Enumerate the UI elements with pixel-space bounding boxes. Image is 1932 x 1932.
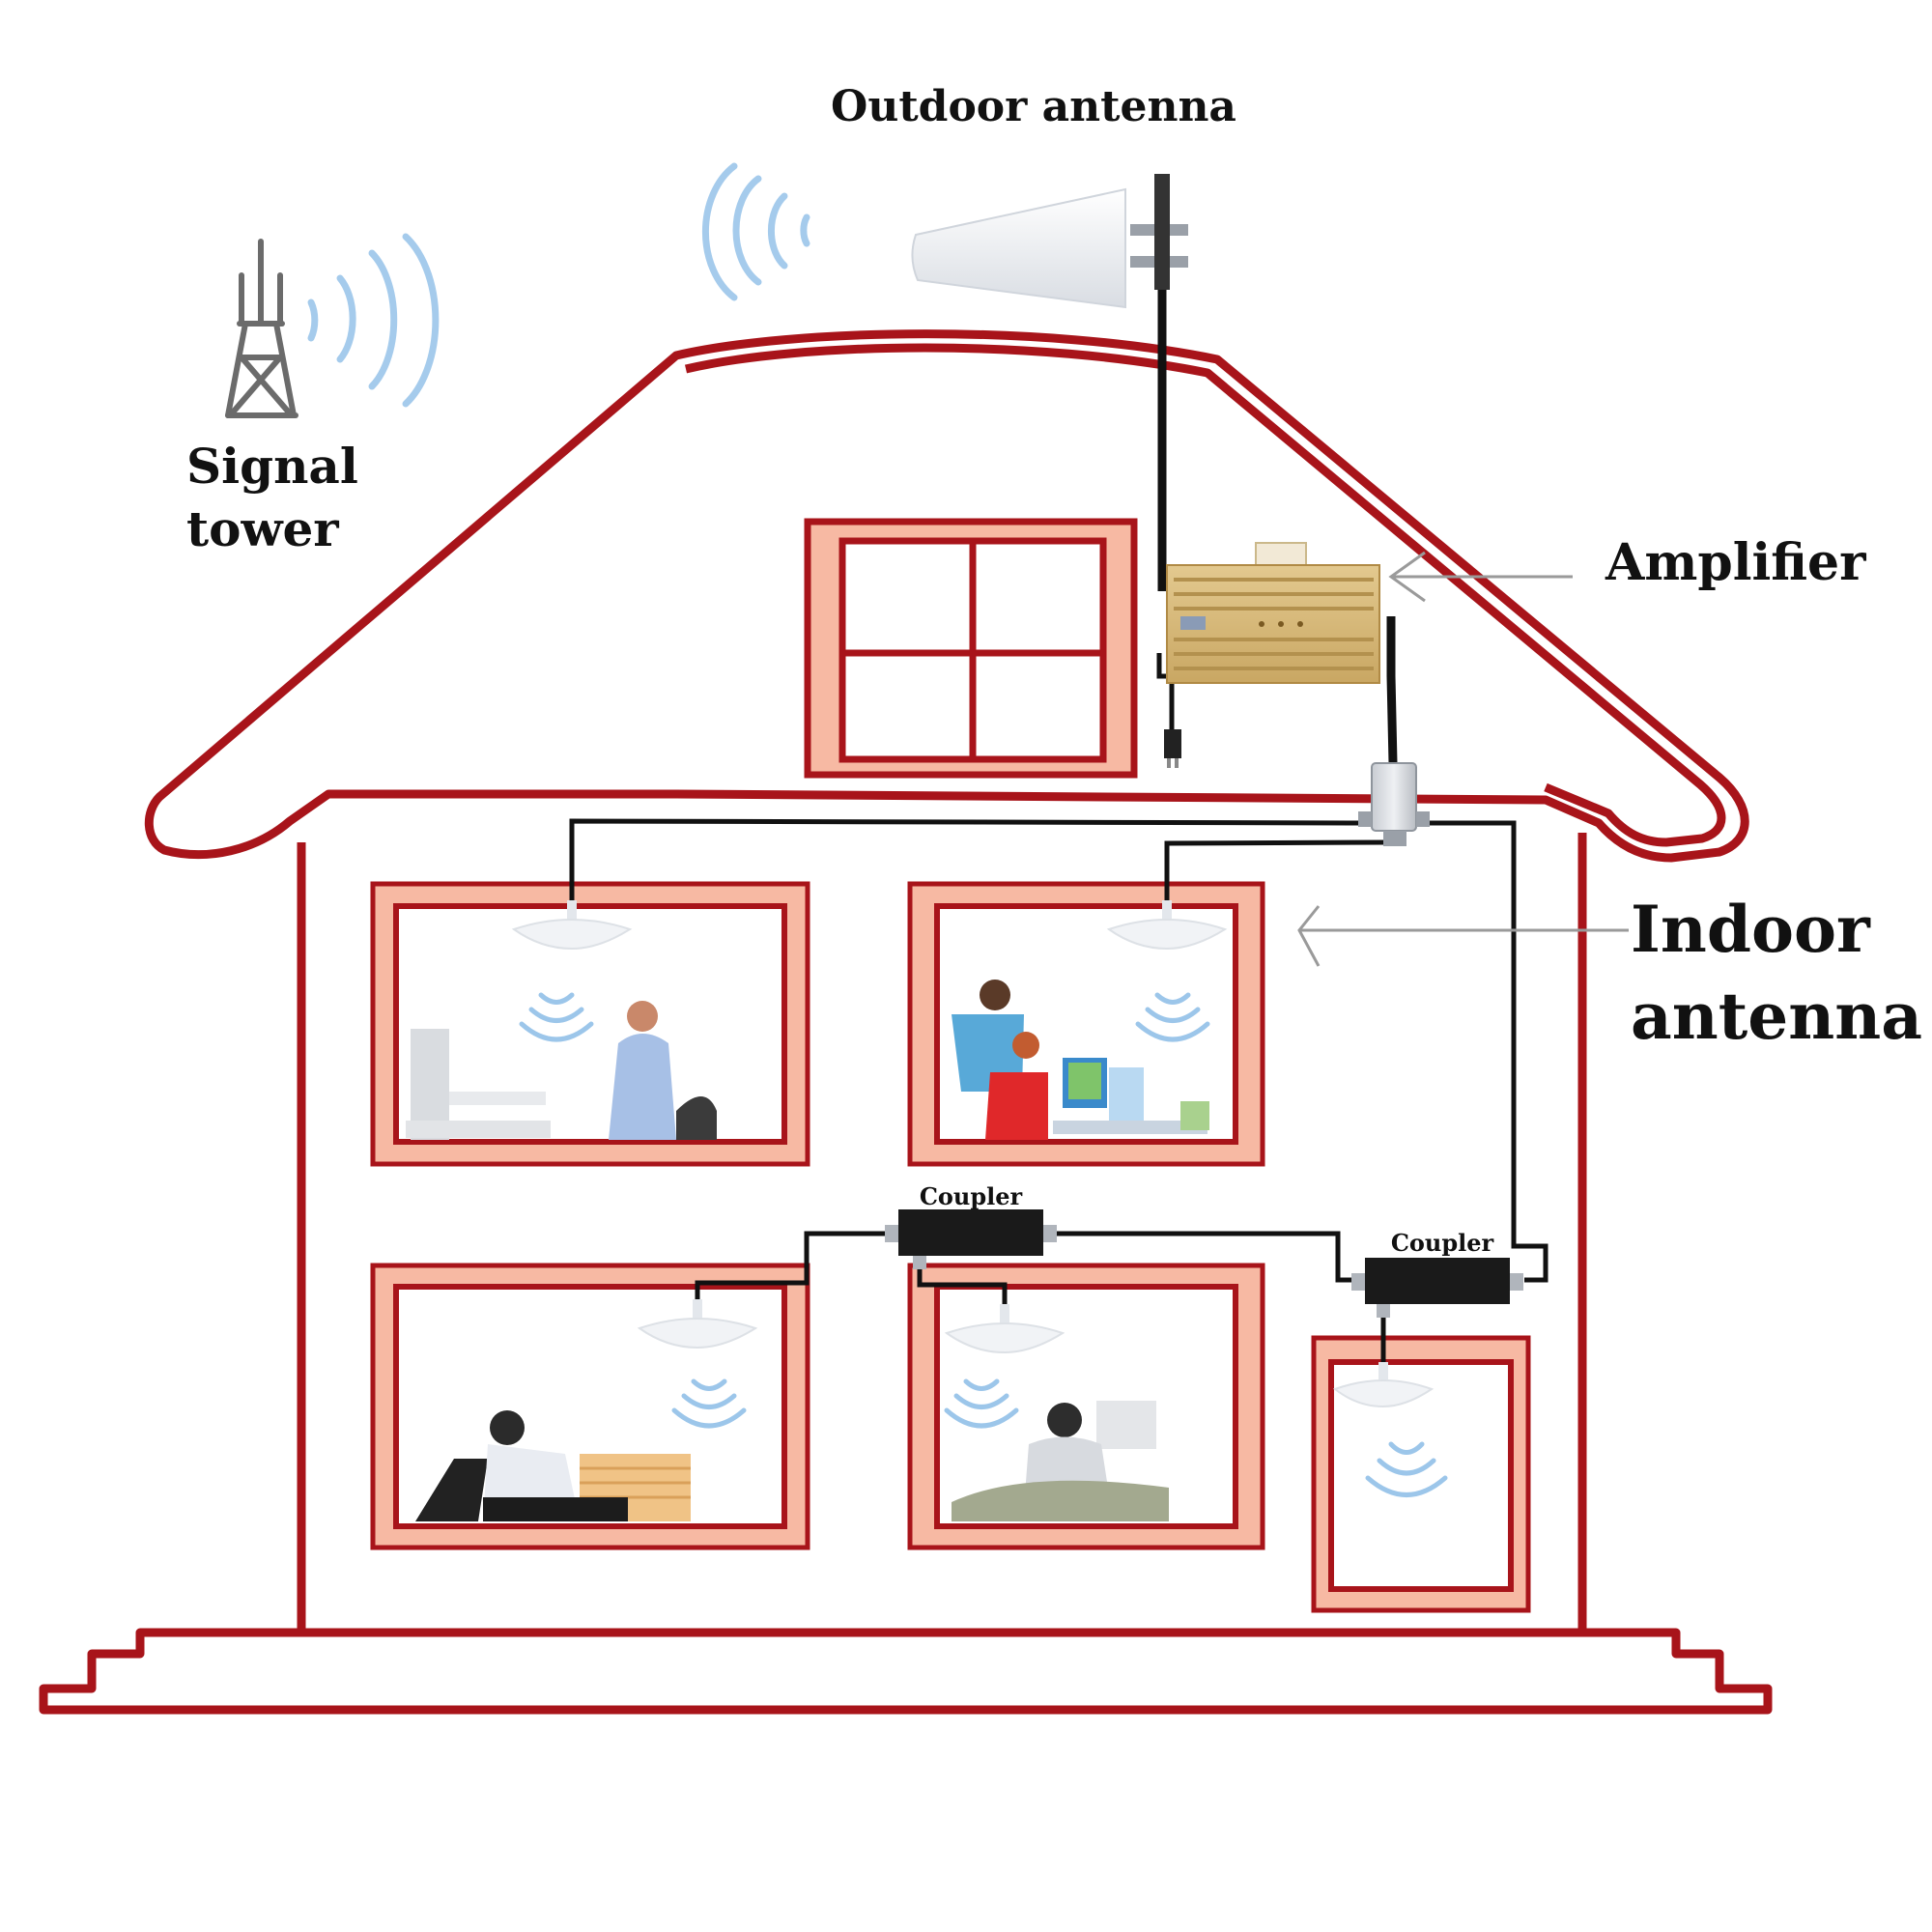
power-splitter-icon <box>1358 762 1430 846</box>
ceiling-antenna-icon <box>944 1304 1065 1354</box>
signal-tower-icon <box>225 239 298 418</box>
room-window-bottom-right <box>1311 1335 1531 1613</box>
wireless-wave-icon <box>307 233 440 408</box>
wireless-wave-icon <box>671 1378 747 1429</box>
ceiling-antennas <box>511 900 1448 1497</box>
room-scene-top-right <box>952 980 1209 1140</box>
signal-tower-label-line1: Signal <box>186 438 358 495</box>
room-scene-bottom-left <box>415 1410 691 1521</box>
outdoor-antenna-label: Outdoor antenna <box>831 82 1236 131</box>
coupler-left-label: Coupler <box>920 1182 1023 1210</box>
room-scene-top-left <box>406 1001 717 1140</box>
coupler-right-label: Coupler <box>1391 1229 1494 1257</box>
wireless-wave-icon <box>1135 992 1210 1042</box>
amplifier-label: Amplifier <box>1605 533 1866 592</box>
ceiling-antenna-icon <box>511 900 633 951</box>
indoor-antenna-label-line2: antenna <box>1631 979 1922 1054</box>
house <box>39 329 1773 1715</box>
yagi-antenna-icon <box>911 174 1188 309</box>
wireless-wave-icon <box>701 162 810 301</box>
ceiling-antenna-icon <box>637 1299 758 1350</box>
wireless-wave-icon <box>1365 1441 1448 1497</box>
ceiling-antenna-icon <box>1106 900 1228 951</box>
attic-window <box>804 518 1138 779</box>
signal-amplifier-icon <box>1166 542 1380 684</box>
windows <box>370 518 1531 1613</box>
power-plug-icon <box>1164 729 1181 768</box>
foundation-steps <box>39 1628 1773 1715</box>
room-scene-bottom-middle <box>952 1401 1169 1521</box>
wireless-wave-icon <box>519 992 594 1042</box>
indoor-antenna-label-line1: Indoor <box>1631 892 1871 967</box>
coupler-icon <box>1351 1258 1523 1318</box>
ceiling-antenna-icon <box>1332 1362 1435 1408</box>
signal-tower-label-line2: tower <box>186 500 339 557</box>
roof-inner-outline <box>684 343 1726 847</box>
leader-arrows <box>1297 551 1629 967</box>
house-walls <box>297 833 1587 1637</box>
coupler-icon <box>885 1209 1057 1269</box>
wireless-wave-icon <box>944 1378 1019 1429</box>
roof-outline <box>144 329 1749 863</box>
